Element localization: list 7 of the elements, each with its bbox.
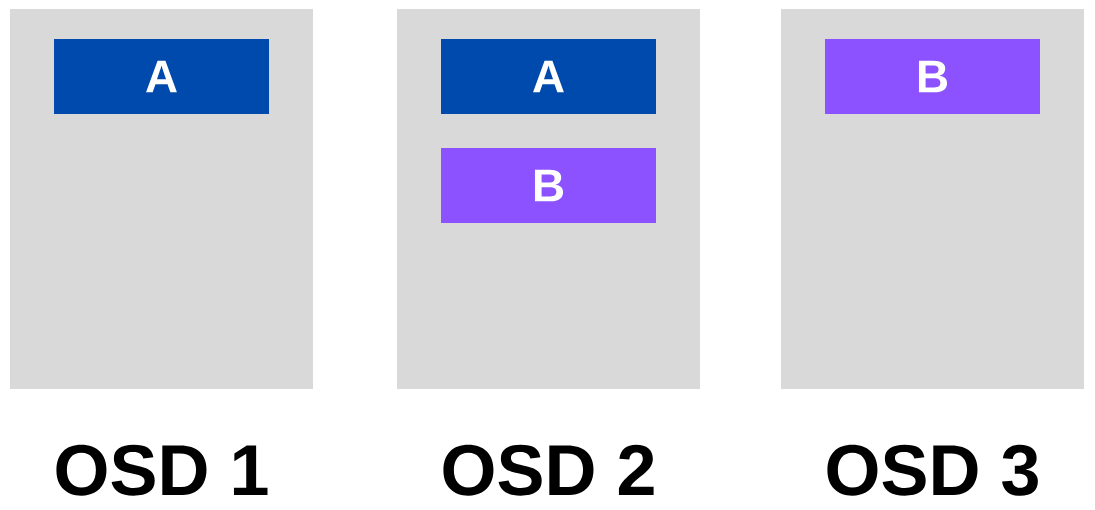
- object-box: A: [441, 39, 656, 114]
- object-box: B: [825, 39, 1040, 114]
- column-heading: OSD 3: [827, 444, 1038, 496]
- object-box: B: [441, 148, 656, 223]
- column-heading: OSD 2: [443, 444, 654, 496]
- column-heading: OSD 1: [56, 444, 268, 496]
- object-box: A: [54, 39, 269, 114]
